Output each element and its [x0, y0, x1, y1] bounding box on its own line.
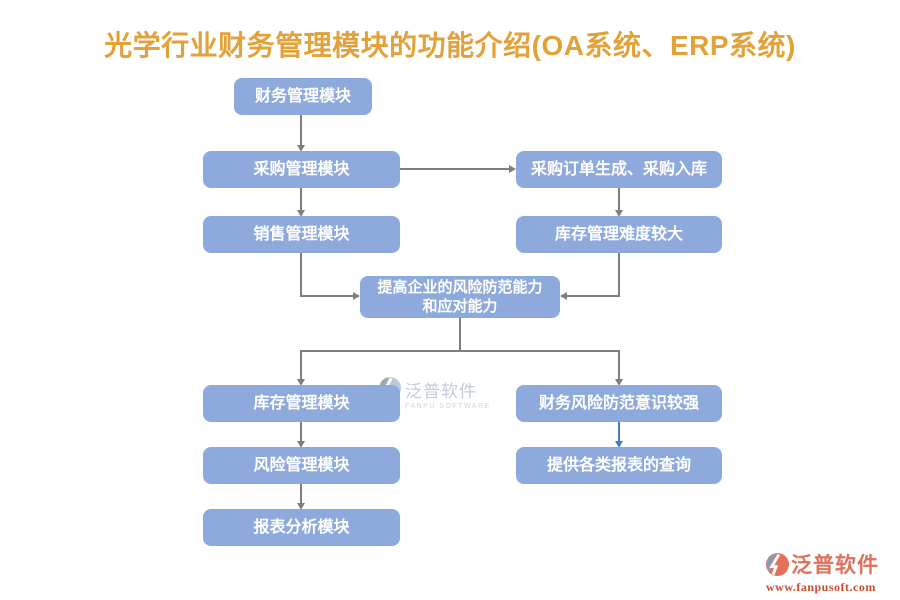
node-label: 销售管理模块 [253, 226, 350, 243]
node-label: 采购订单生成、采购入库 [530, 161, 707, 178]
node-label: 采购管理模块 [253, 161, 350, 178]
arrowhead-down-icon [297, 441, 305, 448]
page-title: 光学行业财务管理模块的功能介绍(OA系统、ERP系统) [104, 30, 796, 61]
node-purchase-order: 采购订单生成、采购入库 [516, 151, 722, 188]
connector-split-awareness [618, 350, 620, 379]
node-risk-capability: 提高企业的风险防范能力 和应对能力 [360, 276, 560, 318]
node-label: 报表分析模块 [253, 519, 350, 536]
arrowhead-down-blue-icon [615, 441, 623, 448]
node-sales-module: 销售管理模块 [203, 216, 400, 253]
node-inventory-difficulty: 库存管理难度较大 [516, 216, 722, 253]
arrowhead-right-icon [509, 165, 516, 173]
arrowhead-down-icon [297, 379, 305, 386]
connector-purchase-sales [300, 188, 302, 210]
connector-risk-report [300, 484, 302, 503]
watermark-brand: 泛普软件 [405, 382, 477, 401]
watermark-corner: 泛普软件 www.fanpusoft.com [766, 549, 879, 595]
fanpu-logo-icon [766, 552, 789, 576]
connector-awareness-query [618, 422, 620, 441]
connector-inventorydiff-risk-h [567, 295, 620, 297]
node-label: 风险管理模块 [253, 457, 350, 474]
arrowhead-down-icon [615, 379, 623, 386]
arrowhead-left-icon [560, 292, 567, 300]
connector-purchase-order [400, 168, 510, 170]
node-risk-awareness: 财务风险防范意识较强 [516, 385, 722, 422]
node-reports-query: 提供各类报表的查询 [516, 447, 722, 484]
node-label: 库存管理模块 [253, 395, 350, 412]
connector-order-inventorydiff [618, 188, 620, 210]
watermark-sub: FANPU SOFTWARE [405, 403, 491, 410]
connector-split-inventory [300, 350, 302, 379]
connector-inventorydiff-risk-v [618, 253, 620, 296]
arrowhead-down-icon [297, 503, 305, 510]
node-report-analysis: 报表分析模块 [203, 509, 400, 546]
connector-risk-split-h [300, 350, 620, 352]
connector-sales-risk-v [300, 253, 302, 296]
arrowhead-right-icon [353, 292, 360, 300]
watermark-brand: 泛普软件 [791, 554, 879, 577]
arrowhead-down-icon [297, 210, 305, 217]
node-label: 库存管理难度较大 [554, 226, 683, 243]
connector-risk-split-v [459, 318, 461, 351]
node-label: 提供各类报表的查询 [546, 457, 691, 474]
node-finance-module: 财务管理模块 [234, 78, 372, 115]
arrowhead-down-icon [297, 145, 305, 152]
node-label: 提高企业的风险防范能力 和应对能力 [377, 279, 543, 315]
watermark-url: www.fanpusoft.com [766, 580, 876, 594]
connector-finance-purchase [300, 115, 302, 145]
node-label: 财务风险防范意识较强 [538, 395, 699, 412]
connector-sales-risk-h [300, 295, 353, 297]
node-purchase-module: 采购管理模块 [203, 151, 400, 188]
node-risk-module: 风险管理模块 [203, 447, 400, 484]
node-label: 财务管理模块 [254, 88, 351, 105]
connector-inventory-risk [300, 422, 302, 441]
node-inventory-module: 库存管理模块 [203, 385, 400, 422]
arrowhead-down-icon [615, 210, 623, 217]
